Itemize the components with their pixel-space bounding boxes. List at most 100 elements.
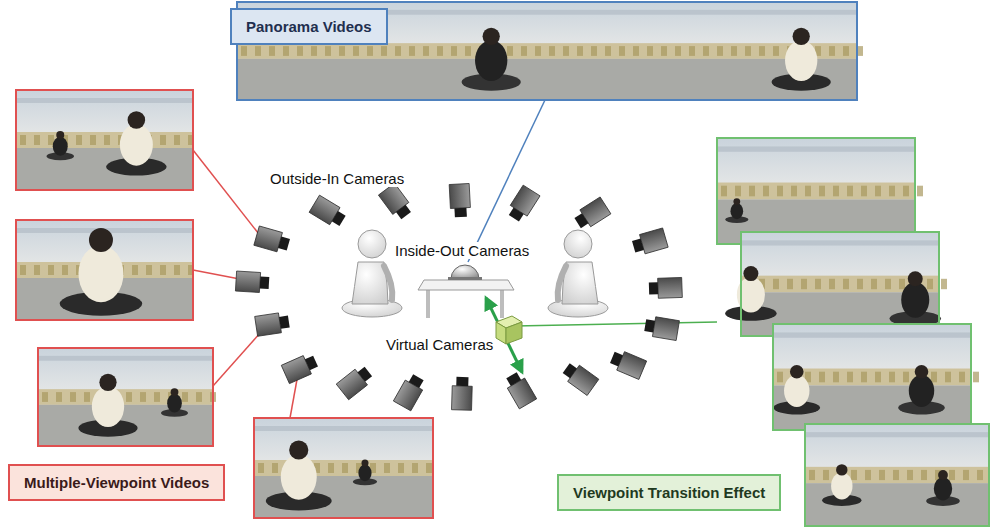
photo-fence-slat [328, 463, 334, 473]
photo-fence-slat [241, 46, 247, 56]
photo-fence-slat [535, 46, 541, 56]
video-frame [717, 138, 923, 244]
photo-person-head [128, 111, 146, 129]
photo-person-head [790, 365, 804, 379]
camera-lens [456, 377, 468, 386]
photo-person-head [99, 374, 116, 391]
photo-fence-slat [90, 135, 96, 145]
photo-shelf [717, 146, 915, 151]
virtual-camera-side [496, 322, 506, 344]
photo-fence-slat [759, 46, 765, 56]
photo-person-body [784, 375, 809, 407]
table-leg [426, 290, 430, 318]
camera-lens [409, 374, 424, 388]
photo-fence-slat [269, 46, 275, 56]
photo-person-head [289, 440, 308, 459]
camera-body [652, 317, 679, 341]
photo-fence-slat [353, 46, 359, 56]
photo-person-body [909, 375, 934, 407]
table-leg [500, 290, 504, 318]
camera-lens [454, 208, 466, 218]
photo-fence-slat [126, 392, 132, 402]
camera-lens [279, 316, 290, 329]
photo-fence-slat [749, 186, 755, 197]
photo-fence-slat [42, 392, 48, 402]
photo-person-body [901, 282, 929, 318]
photo-shelf [805, 432, 989, 437]
figure-arm [384, 266, 392, 300]
label-box: Multiple-Viewpoint Videos [8, 464, 225, 501]
photo-fence-slat [297, 46, 303, 56]
camera-lens [305, 356, 318, 371]
photo-fence-slat [20, 135, 26, 145]
camera-icon [309, 195, 348, 229]
photo-floor [237, 59, 857, 100]
photo-fence-slat [735, 186, 741, 197]
leader-line [193, 150, 262, 238]
photo-border [16, 220, 193, 320]
camera-lens [574, 213, 588, 228]
camera-icon [281, 352, 319, 384]
photo-fence-slat [885, 279, 891, 289]
photo-person-body [730, 203, 743, 219]
photo-fence-slat [283, 46, 289, 56]
video-frame [38, 348, 216, 446]
photo-fence-slat [633, 46, 639, 56]
photo-fence [717, 183, 915, 200]
photo-fence-slat [945, 372, 951, 383]
figure-head [358, 230, 386, 258]
camera-group-label: Inside-Out Cameras [393, 242, 531, 259]
photo-fence-slat [146, 265, 152, 275]
photo-fence-slat [889, 372, 895, 383]
photo-person-body [120, 124, 153, 166]
photo-fence-slat [731, 46, 737, 56]
photo-fence-slat [921, 470, 927, 480]
photo-fence-slat [412, 463, 418, 473]
camera-lens [563, 363, 577, 378]
photo-border [38, 348, 213, 446]
photo-fence-slat [787, 279, 793, 289]
photo-fence-slat [409, 46, 415, 56]
camera-group-label: Outside-In Cameras [268, 170, 406, 187]
photo-fence-slat [949, 470, 955, 480]
photo-fence-slat [819, 372, 825, 383]
photo-fence-slat [847, 186, 853, 197]
camera-lens [358, 367, 373, 382]
photo-fence-slat [605, 46, 611, 56]
photo-fence-slat [591, 46, 597, 56]
photo-fence-slat [833, 372, 839, 383]
photo-fence-slat [829, 279, 835, 289]
leader-line [468, 100, 545, 262]
photo-person-body [785, 40, 817, 81]
photo-fence-slat [196, 392, 202, 402]
camera-icon [649, 277, 683, 298]
camera-icon [254, 226, 291, 254]
photo-fence-slat [132, 265, 138, 275]
camera-icon [393, 372, 427, 411]
photo-fence-slat [717, 46, 723, 56]
camera-body [452, 386, 473, 411]
photo-fence-slat [381, 46, 387, 56]
photo-fence-slat [182, 392, 188, 402]
photo-fence [38, 389, 213, 405]
photo-fence-slat [903, 372, 909, 383]
photo-fence-slat [861, 186, 867, 197]
camera-icon [378, 183, 414, 221]
photo-fence-slat [941, 279, 947, 289]
camera-lens [644, 319, 655, 332]
photo-fence-slat [931, 372, 937, 383]
photo-fence-slat [174, 135, 180, 145]
video-frame [16, 90, 194, 190]
photo-fence-slat [903, 186, 909, 197]
camera-lens [649, 282, 658, 294]
photo-fence-slat [805, 186, 811, 197]
label-box: Viewpoint Transition Effect [557, 474, 781, 511]
box-label: Panorama Videos [246, 18, 372, 35]
video-frame [725, 232, 947, 336]
photo-fence-slat [899, 279, 905, 289]
photo-fence-slat [857, 279, 863, 289]
leader-line [515, 322, 717, 326]
photo-fence-slat [154, 392, 160, 402]
